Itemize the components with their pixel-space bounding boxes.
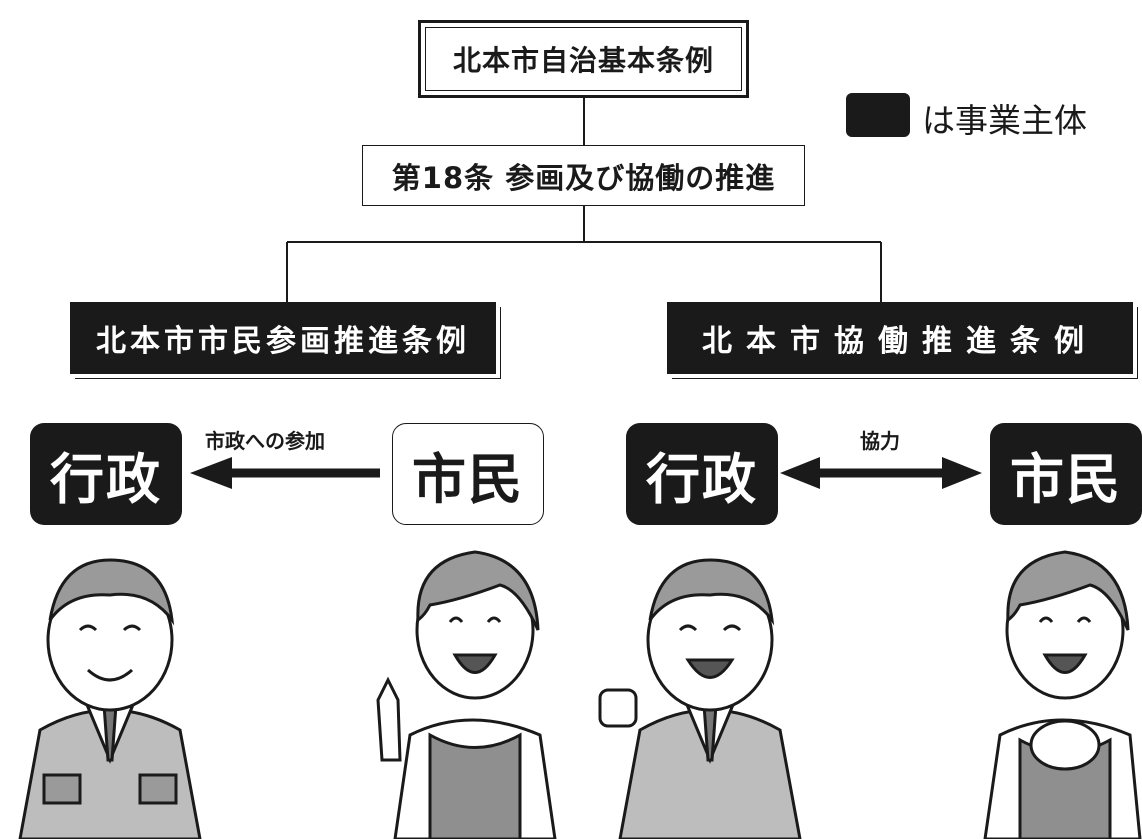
legend-label: は事業主体 — [922, 101, 1087, 140]
female-citizen-clasped-hands-icon — [983, 550, 1142, 839]
male-official-smiling-icon — [18, 558, 202, 839]
cooperation-label: 協力 — [860, 429, 900, 453]
legend-swatch — [846, 93, 910, 137]
article-18-box: 第18条 参画及び協働の推進 — [362, 145, 805, 206]
basic-ordinance-label: 北本市自治基本条例 — [425, 27, 742, 91]
citizen-participation-ordinance-box: 北本市市民参画推進条例 — [70, 302, 496, 374]
male-official-fist-icon — [598, 558, 802, 839]
basic-ordinance-box: 北本市自治基本条例 — [418, 20, 749, 98]
right-government-actor: 行政 — [626, 423, 778, 525]
collaboration-ordinance-box: 北本市協働推進条例 — [667, 302, 1133, 374]
participation-arrow — [190, 457, 380, 489]
right-citizen-actor: 市民 — [990, 423, 1142, 525]
left-government-actor: 行政 — [30, 423, 182, 525]
cooperation-arrow — [780, 457, 982, 489]
left-citizen-actor: 市民 — [392, 423, 544, 525]
participation-label: 市政への参加 — [205, 429, 325, 453]
female-citizen-pointing-icon — [376, 550, 557, 839]
